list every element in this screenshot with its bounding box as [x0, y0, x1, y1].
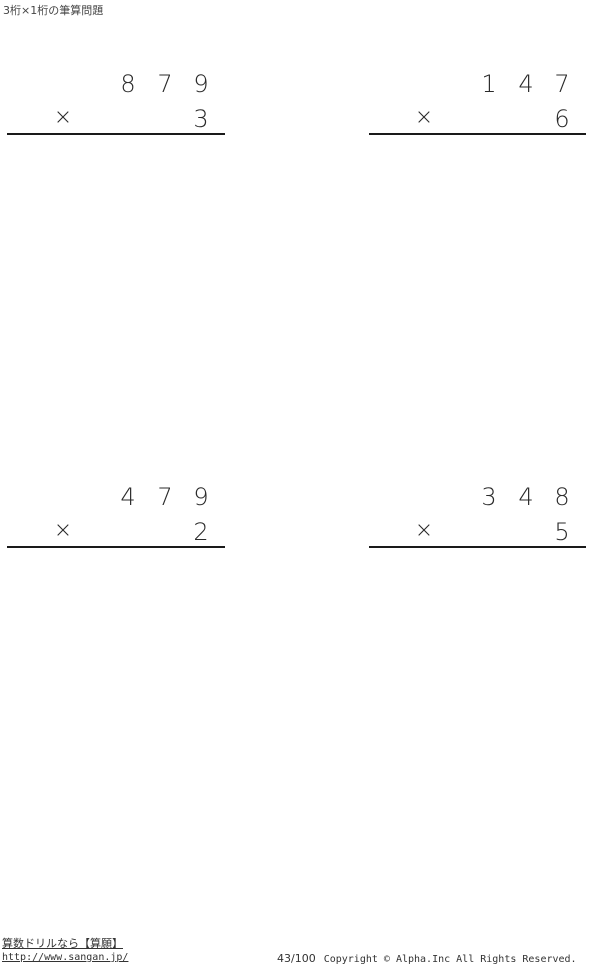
multiplicand-ones: 7 — [554, 70, 570, 98]
multiplicand-hundreds: 3 — [481, 483, 497, 511]
times-sign: × — [53, 518, 73, 543]
multiplicand-tens: 7 — [157, 70, 173, 98]
times-sign: × — [53, 105, 73, 130]
page-title: 3桁×1桁の筆算問題 — [3, 4, 104, 17]
multiplicand-hundreds: 8 — [120, 70, 136, 98]
site-url-link[interactable]: http://www.sangan.jp/ — [2, 952, 129, 963]
footer-info: 43/100 Copyright © Alpha.Inc All Rights R… — [277, 952, 577, 965]
answer-line — [7, 133, 225, 135]
multiplicand-ones: 9 — [193, 483, 209, 511]
answer-line — [369, 546, 586, 548]
multiplier: 5 — [554, 518, 570, 546]
multiplicand-tens: 4 — [518, 70, 534, 98]
problem-3: 4 7 9 × 2 — [7, 483, 225, 548]
site-link[interactable]: 算数ドリルなら【算願】 — [2, 937, 123, 950]
multiplicand-tens: 7 — [157, 483, 173, 511]
footer-links: 算数ドリルなら【算願】 http://www.sangan.jp/ — [2, 937, 128, 965]
problem-2: 1 4 7 × 6 — [0, 0, 600, 140]
multiplier: 3 — [193, 105, 209, 133]
multiplicand-hundreds: 1 — [481, 70, 497, 98]
multiplicand-ones: 8 — [554, 483, 570, 511]
multiplicand-tens: 4 — [518, 483, 534, 511]
multiplier: 6 — [554, 105, 570, 133]
problem-4: 3 4 8 × 5 — [369, 483, 586, 548]
answer-line — [7, 546, 225, 548]
page-number: 43/100 — [277, 952, 316, 965]
times-sign: × — [414, 518, 434, 543]
copyright: Copyright © Alpha.Inc All Rights Reserve… — [323, 954, 577, 965]
answer-line — [369, 133, 586, 135]
problem-1: 8 7 9 × 3 — [0, 0, 600, 140]
times-sign: × — [414, 105, 434, 130]
multiplier: 2 — [193, 518, 209, 546]
multiplicand-ones: 9 — [193, 70, 209, 98]
multiplicand-hundreds: 4 — [120, 483, 136, 511]
